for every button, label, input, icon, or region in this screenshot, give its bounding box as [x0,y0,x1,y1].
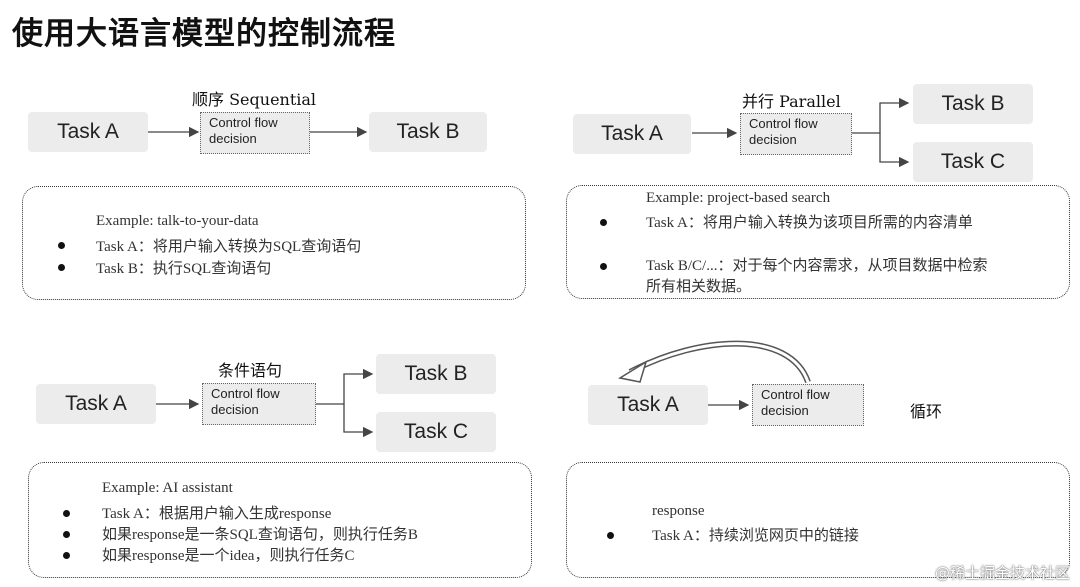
loop-arrowhead [617,360,648,383]
parallel-item: Task A：将用户输入转换为该项目所需的内容清单 [646,215,973,231]
bullet [600,263,607,270]
seq-task-b: Task B [369,112,487,152]
conditional-example: Example: AI assistant [102,480,233,496]
sequential-example: Example: talk-to-your-data [96,213,259,229]
conditional-note [28,462,532,578]
cf-line-2: decision [749,132,797,147]
page-title: 使用大语言模型的控制流程 [12,16,396,52]
conditional-item: Task A：根据用户输入生成response [102,506,332,522]
cf-line-2: decision [211,402,259,417]
cond-control-flow-decision: Control flow decision [202,383,316,425]
cf-line-1: Control flow [211,386,280,401]
cond-branch-2 [343,404,374,438]
parallel-item: Task B/C/...：对于每个内容需求，从项目数据中检索 [646,258,988,274]
loop-item: Task A：持续浏览网页中的链接 [652,528,859,544]
cf-line-1: Control flow [749,116,818,131]
cond-branch [316,368,374,405]
bullet [63,552,70,559]
sequential-label: 顺序 Sequential [192,90,317,109]
par-branch [852,97,910,134]
parallel-item-cont: 所有相关数据。 [646,279,752,295]
conditional-item: 如果response是一条SQL查询语句，则执行任务B [102,527,418,543]
parallel-example: Example: project-based search [646,190,831,206]
seq-task-a: Task A [28,112,148,152]
par-task-b: Task B [913,84,1033,124]
loop-note [566,462,1070,578]
conditional-item: 如果response是一个idea，则执行任务C [102,548,355,564]
loop-example: response [652,503,705,519]
par-task-c: Task C [913,142,1033,182]
conditional-label: 条件语句 [218,361,283,380]
cf-line-1: Control flow [761,387,830,402]
bullet [58,242,65,249]
sequential-item: Task B：执行SQL查询语句 [96,261,272,277]
loop-task-a: Task A [588,385,708,425]
bullet [607,532,614,539]
cf-line-2: decision [761,403,809,418]
par-control-flow-decision: Control flow decision [740,113,852,155]
loop-label: 循环 [910,402,943,421]
sequential-note [22,186,526,300]
cf-line-1: Control flow [209,115,278,130]
bullet [63,510,70,517]
par-task-a: Task A [573,114,691,154]
cond-task-c: Task C [376,412,496,452]
par-branch-2 [879,133,910,168]
cond-task-a: Task A [36,384,156,424]
parallel-note [566,185,1070,299]
seq-control-flow-decision: Control flow decision [200,112,310,154]
bullet [63,531,70,538]
bullet [58,264,65,271]
cf-line-2: decision [209,131,257,146]
parallel-label: 并行 Parallel [742,92,841,111]
watermark: @稀土掘金技术社区 [934,564,1070,582]
loop-control-flow-decision: Control flow decision [752,384,864,426]
cond-task-b: Task B [376,354,496,394]
bullet [600,219,607,226]
loop-curve-inner [629,342,810,383]
sequential-item: Task A：将用户输入转换为SQL查询语句 [96,239,362,255]
loop-curve-arrow [628,340,811,384]
